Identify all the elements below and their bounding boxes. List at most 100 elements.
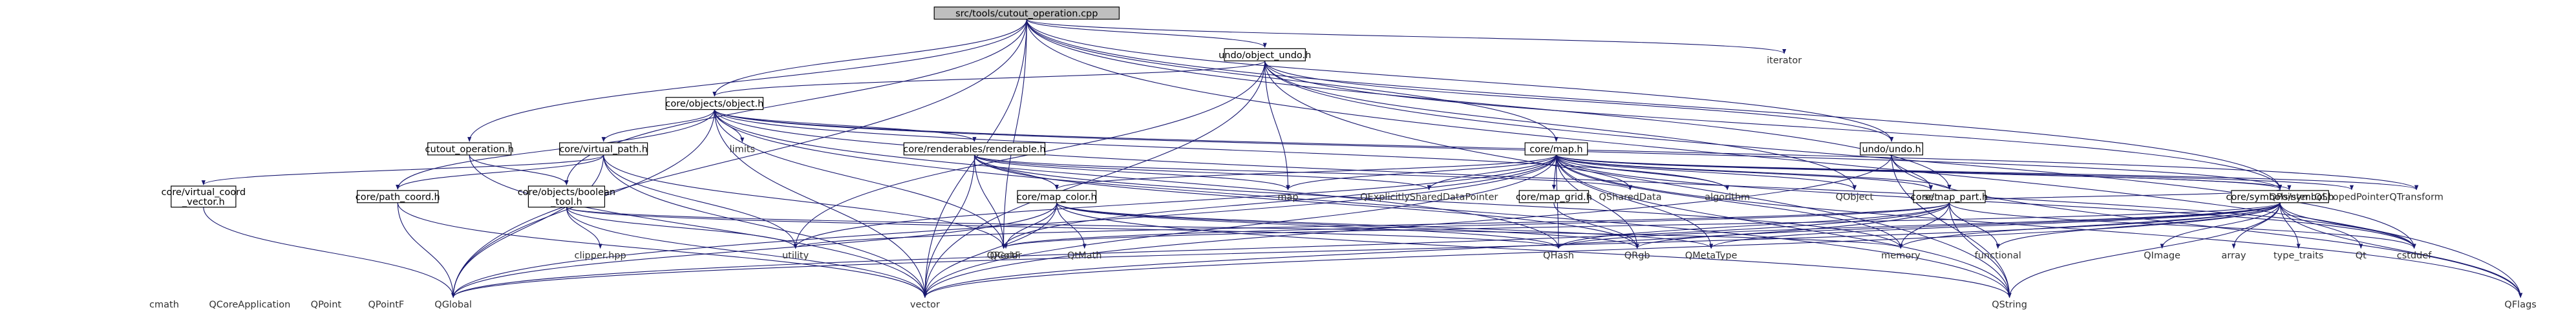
node-utility: utility xyxy=(782,251,809,261)
node-label: undo/object_undo.h xyxy=(1219,50,1311,61)
node-core-map-grid[interactable]: core/map_grid.h xyxy=(1516,190,1592,203)
node-box xyxy=(1524,142,1588,156)
node-qhash: QHash xyxy=(1543,251,1574,261)
node-box xyxy=(527,185,606,208)
node-label: core/path_coord.h xyxy=(356,192,440,202)
edge-core_map_h-to-QRgb xyxy=(1555,154,1639,249)
edge-core_map_color-to-QColor xyxy=(1004,202,1058,249)
edge-core_map_part-to-QRectF xyxy=(1001,202,1950,249)
node-vector: vector xyxy=(910,300,940,310)
node-label: cmath xyxy=(149,300,179,310)
node-box xyxy=(1860,142,1924,156)
node-label: core/map.h xyxy=(1529,144,1582,154)
edge-core_map_h-to-algorithm xyxy=(1555,154,1730,191)
edge-undo_object_undo-to-QString xyxy=(1264,61,2012,298)
edge-core_path_coord-to-vector xyxy=(397,202,927,298)
node-memory: memory xyxy=(1881,251,1921,261)
node-label: QPoint xyxy=(311,300,342,310)
edge-core_objects_object-to-algorithm xyxy=(714,109,1730,191)
node-label: utility xyxy=(782,251,809,261)
node-label: core/objects/boolean xyxy=(518,187,615,198)
node-core-virtual-coord-vector[interactable]: core/virtual_coord_vector.h xyxy=(162,185,246,208)
edge-core_objects_object-to-QRectF xyxy=(714,109,1006,249)
node-undo-object-undo[interactable]: undo/object_undo.h xyxy=(1219,48,1311,61)
node-undo-undo[interactable]: undo/undo.h xyxy=(1860,142,1924,156)
node-label: src/tools/cutout_operation.cpp xyxy=(955,8,1098,19)
edge-core_objects_boolean_tool-to-utility xyxy=(566,207,798,249)
node-label: core/map_color.h xyxy=(1017,192,1097,202)
node-box xyxy=(2231,190,2329,203)
node-core-objects-boolean-tool[interactable]: core/objects/boolean_tool.h xyxy=(518,185,615,208)
node-qimage: QImage xyxy=(2144,251,2180,261)
node-label: vector xyxy=(910,300,940,310)
node-label: QtMath xyxy=(1067,251,1102,261)
edge-core_virtual_path-to-vector xyxy=(603,154,927,298)
node-box xyxy=(559,142,648,156)
node-qcoreapplication: QCoreApplication xyxy=(209,300,290,310)
node-core-virtual-path[interactable]: core/virtual_path.h xyxy=(559,142,648,156)
dependency-nodes: src/tools/cutout_operation.cppiteratorun… xyxy=(149,6,2537,310)
edge-core_map_h-to-core_map_color xyxy=(1054,154,1557,190)
node-label: QGlobal xyxy=(434,300,472,310)
edge-root-to-core_objects_boolean_tool xyxy=(564,19,1027,185)
node-qt: Qt xyxy=(2356,251,2367,261)
edge-root-to-undo_object_undo xyxy=(1026,19,1267,48)
node-core-renderables[interactable]: core/renderables/renderable.h xyxy=(903,142,1046,156)
node-core-path-coord[interactable]: core/path_coord.h xyxy=(356,190,440,203)
edge-root-to-core_objects_object xyxy=(712,19,1027,97)
edge-undo_object_undo-to-vector xyxy=(922,61,1266,298)
node-core-map-color[interactable]: core/map_color.h xyxy=(1017,190,1097,203)
edge-core_symbols_symbol-to-vector xyxy=(922,202,2281,298)
edge-core_renderables-to-core_map_color xyxy=(974,154,1059,190)
edge-core_map_color-to-QString xyxy=(1056,202,2012,298)
node-type-traits: type_traits xyxy=(2273,251,2323,261)
node-core-map-part[interactable]: core/map_part.h xyxy=(1911,190,1988,203)
edge-core_path_coord-to-QGlobal xyxy=(397,202,456,298)
node-label: QHash xyxy=(1543,251,1574,261)
node-core-map-h[interactable]: core/map.h xyxy=(1524,142,1588,156)
edge-root-to-QFlags xyxy=(1026,19,2523,298)
node-label: memory xyxy=(1881,251,1921,261)
node-qcolor: QColor xyxy=(990,251,1021,261)
node-label: core/map_grid.h xyxy=(1516,192,1592,202)
node-qpointf: QPointF xyxy=(368,300,405,310)
node-label: algorithm xyxy=(1705,192,1750,202)
edge-core_objects_boolean_tool-to-clipper xyxy=(566,207,602,249)
node-label: core/map_part.h xyxy=(1911,192,1988,202)
edge-root-to-QGlobal xyxy=(451,19,1027,298)
node-label: QRectF xyxy=(987,251,1021,261)
edge-core_map_color-to-QHash xyxy=(1056,202,1560,249)
edge-root-to-core_symbols_symbol xyxy=(1026,19,2283,190)
node-core-objects-object[interactable]: core/objects/object.h xyxy=(665,97,763,110)
edge-core_map_h-to-vector xyxy=(922,154,1557,298)
edge-cutout_operation_h-to-core_objects_boolean_tool xyxy=(469,154,569,185)
node-cutout-operation-h[interactable]: cutout_operation.h xyxy=(425,142,514,156)
edge-core_virtual_path-to-utility xyxy=(603,154,798,249)
edge-core_map_part-to-vector xyxy=(922,202,1950,298)
edge-root-to-undo_undo xyxy=(1026,19,1894,142)
edge-root-to-iterator xyxy=(1026,19,1786,54)
edge-core_map_h-to-QTransform xyxy=(1555,154,2418,191)
edge-core_virtual_path-to-QRectF xyxy=(603,154,1006,249)
node-cmath: cmath xyxy=(149,300,179,310)
node-box xyxy=(1913,190,1986,203)
node-core-symbols-symbol[interactable]: core/symbols/symbol.h xyxy=(2226,190,2334,203)
node-label: undo/undo.h xyxy=(1862,144,1921,154)
node-label: QPointer xyxy=(2269,192,2309,202)
node-label: Qt xyxy=(2356,251,2367,261)
node-label: QSharedData xyxy=(1599,192,1661,202)
edge-core_map_part-to-utility xyxy=(793,202,1950,249)
edge-core_map_h-to-QRectF xyxy=(1001,154,1557,249)
edge-core_symbols_symbol-to-QString xyxy=(2007,202,2281,298)
node-cstddef: cstddef xyxy=(2397,251,2432,261)
node-label: clipper.hpp xyxy=(575,251,626,261)
edge-root-to-core_map_part xyxy=(1026,19,1952,190)
edge-core_map_h-to-QFlags xyxy=(1555,154,2523,298)
node-label: core/objects/object.h xyxy=(665,99,763,109)
edge-core_symbols_symbol-to-QRgb xyxy=(1635,202,2281,249)
edge-core_symbols_symbol-to-QImage xyxy=(2160,202,2281,249)
node-limits: limits xyxy=(730,144,755,154)
node-root[interactable]: src/tools/cutout_operation.cpp xyxy=(933,6,1120,20)
edge-core_map_h-to-QObject xyxy=(1555,154,1857,191)
edge-core_virtual_path-to-core_path_coord xyxy=(396,154,604,190)
